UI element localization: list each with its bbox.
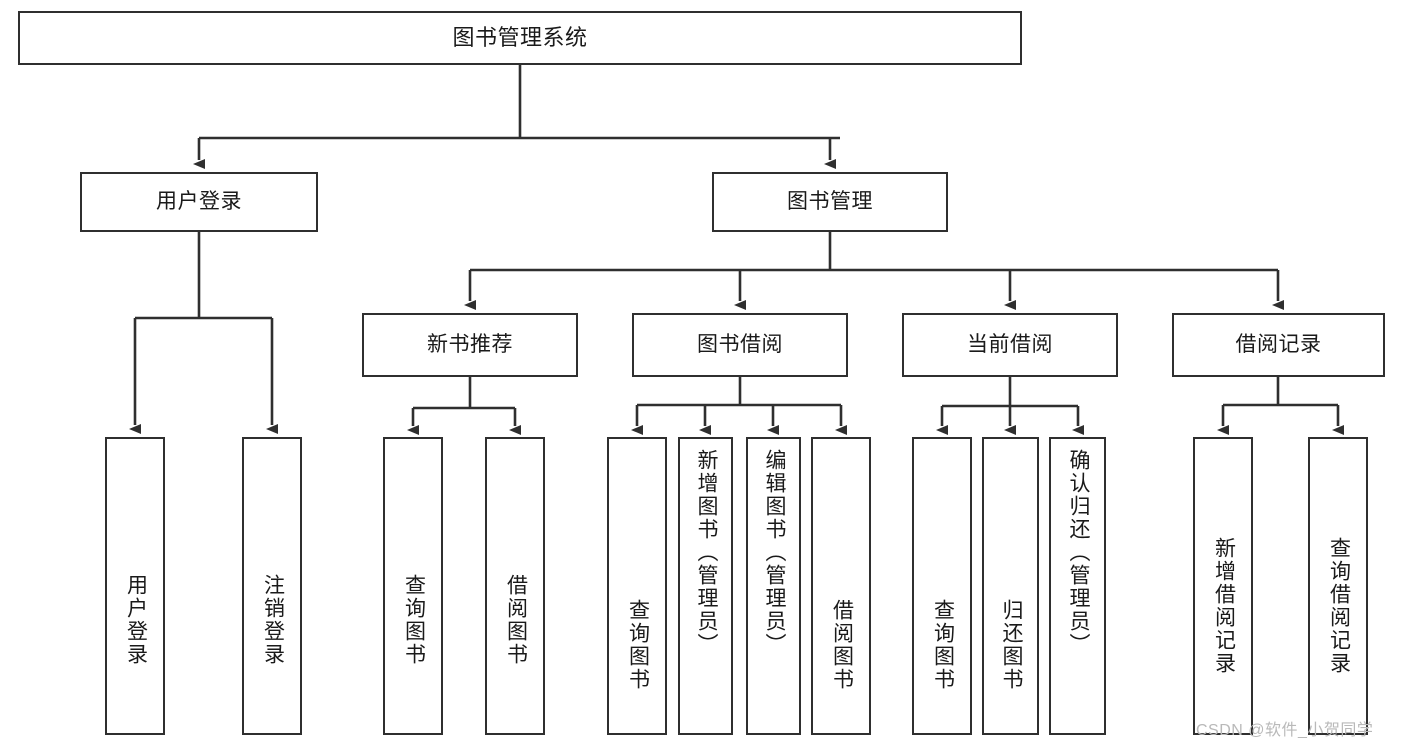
node-label: 查询图书 [626,599,650,691]
node-label: 借阅图书 [504,574,528,666]
node-label: 新增图书（管理员） [694,449,718,656]
node-book-management[interactable]: 图书管理 [712,172,948,232]
node-label: 查询借阅记录 [1327,537,1351,675]
csdn-watermark: CSDN @软件_小贺同学 [1196,722,1374,739]
node-label: 确认归还（管理员） [1066,449,1090,656]
node-label: 借阅图书 [830,599,854,691]
leaf-user-login-login[interactable]: 用户登录 [105,437,165,735]
leaf-current-borrow-confirm-return-admin[interactable]: 确认归还（管理员） [1049,437,1106,735]
node-label: 图书管理 [787,190,873,214]
leaf-current-borrow-query-book[interactable]: 查询图书 [912,437,972,735]
leaf-new-book-borrow-book[interactable]: 借阅图书 [485,437,545,735]
node-label: 图书管理系统 [452,24,588,50]
leaf-borrow-record-query-record[interactable]: 查询借阅记录 [1308,437,1368,735]
node-label: 用户登录 [156,190,242,214]
node-label: 新书推荐 [427,333,513,357]
node-label: 当前借阅 [967,333,1053,357]
node-label: 查询图书 [402,574,426,666]
node-label: 编辑图书（管理员） [762,449,786,656]
node-label: 借阅记录 [1235,333,1322,357]
node-user-login[interactable]: 用户登录 [80,172,318,232]
leaf-user-login-logout[interactable]: 注销登录 [242,437,302,735]
node-label: 新增借阅记录 [1212,537,1236,675]
node-label: 用户登录 [124,574,148,666]
node-borrow-record[interactable]: 借阅记录 [1172,313,1385,377]
leaf-book-borrow-query-book[interactable]: 查询图书 [607,437,667,735]
node-current-borrow[interactable]: 当前借阅 [902,313,1118,377]
leaf-book-borrow-add-book-admin[interactable]: 新增图书（管理员） [678,437,733,735]
node-label: 归还图书 [999,599,1023,691]
leaf-borrow-record-add-record[interactable]: 新增借阅记录 [1193,437,1253,735]
node-label: 查询图书 [931,599,955,691]
node-label: 注销登录 [261,574,285,666]
node-root-book-management-system[interactable]: 图书管理系统 [18,11,1022,65]
leaf-book-borrow-borrow-book[interactable]: 借阅图书 [811,437,871,735]
node-book-borrow[interactable]: 图书借阅 [632,313,848,377]
node-new-book-recommend[interactable]: 新书推荐 [362,313,578,377]
leaf-book-borrow-edit-book-admin[interactable]: 编辑图书（管理员） [746,437,801,735]
leaf-current-borrow-return-book[interactable]: 归还图书 [982,437,1039,735]
leaf-new-book-query-book[interactable]: 查询图书 [383,437,443,735]
node-label: 图书借阅 [697,333,783,357]
